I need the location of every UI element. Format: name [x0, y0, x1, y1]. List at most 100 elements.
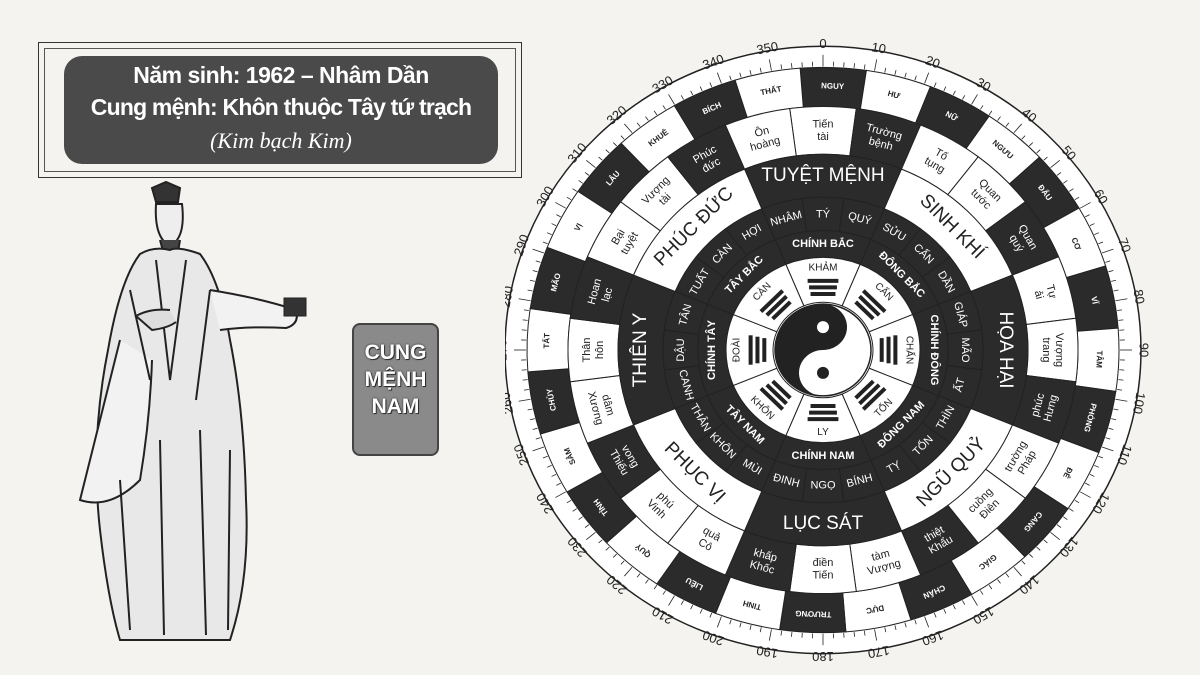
- yin-yang-dot: [817, 366, 829, 379]
- degree-tick: [1113, 289, 1119, 292]
- trigram-line: [771, 300, 792, 321]
- sub-label: tàm: [870, 547, 891, 563]
- degree-label: 350: [755, 39, 779, 58]
- sub-label: Tố: [932, 146, 949, 163]
- sub-label: trang: [1040, 337, 1052, 362]
- birth-year-title: Năm sinh: 1962 – Nhâm Dần: [133, 62, 429, 88]
- degree-tick: [1101, 446, 1114, 452]
- degree-tick: [1115, 398, 1128, 402]
- degree-tick: [532, 248, 545, 254]
- degree-tick: [1005, 122, 1010, 127]
- degree-tick: [924, 72, 930, 84]
- degree-label: 190: [755, 643, 779, 662]
- degree-tick: [853, 632, 855, 637]
- degree-tick: [578, 516, 583, 520]
- degree-tick: [1036, 546, 1041, 551]
- degree-tick: [980, 105, 984, 110]
- direction-label: CHÍNH ĐÔNG: [928, 315, 941, 386]
- degree-tick: [952, 90, 956, 96]
- trigram-line: [858, 294, 881, 317]
- scholar-illustration: [78, 180, 307, 641]
- degree-tick: [555, 491, 566, 498]
- title-box: Năm sinh: 1962 – Nhâm Dần Cung mệnh: Khô…: [64, 56, 498, 164]
- degree-tick: [699, 608, 703, 614]
- degree-tick: [598, 539, 603, 544]
- sub-label: khấp: [752, 547, 778, 565]
- degree-tick: [690, 604, 694, 610]
- degree-label: 270: [505, 339, 509, 361]
- degree-tick: [716, 616, 722, 628]
- sub-label: Tự: [1043, 283, 1058, 300]
- degree-tick: [523, 389, 529, 391]
- mansion-label: VỊ: [573, 222, 584, 233]
- degree-tick: [1029, 553, 1034, 558]
- degree-tick: [924, 616, 930, 628]
- degree-label: 10: [870, 39, 887, 56]
- trigram-label: ĐOÀI: [730, 338, 743, 362]
- sub-label: Thân: [581, 337, 593, 362]
- sub-label: ải: [1032, 289, 1046, 300]
- degree-tick: [894, 625, 897, 630]
- degree-tick: [535, 437, 541, 440]
- degree-tick: [739, 72, 742, 78]
- degree-label: 160: [920, 627, 946, 649]
- degree-tick: [1069, 508, 1074, 512]
- degree-tick: [759, 67, 762, 73]
- degree-tick: [1043, 156, 1048, 161]
- star-label: LỤC SÁT: [783, 513, 864, 534]
- degree-tick: [551, 223, 557, 227]
- degree-tick: [645, 116, 649, 121]
- degree-tick: [566, 499, 572, 504]
- degree-tick: [612, 142, 617, 147]
- mountain-label: DẬU: [674, 338, 687, 361]
- trigram-line: [765, 294, 788, 317]
- degree-tick: [556, 214, 561, 218]
- degree-tick: [1085, 214, 1090, 218]
- degree-tick: [532, 446, 545, 452]
- degree-tick: [556, 482, 561, 486]
- degree-label: 60: [1091, 187, 1111, 207]
- degree-tick: [1056, 172, 1062, 176]
- degree-tick: [874, 629, 878, 641]
- degree-tick: [662, 590, 666, 595]
- degree-tick: [791, 63, 793, 68]
- degree-tick: [1013, 123, 1022, 133]
- palace-badge: CUNG MỆNH NAM: [352, 323, 439, 456]
- degree-label: 280: [505, 285, 516, 309]
- degree-tick: [555, 202, 566, 209]
- mansion-label: HƯ: [887, 89, 902, 101]
- degree-tick: [791, 632, 793, 637]
- mountain-label: TÝ: [816, 207, 831, 220]
- trigram-line: [854, 300, 875, 321]
- degree-tick: [699, 86, 703, 92]
- degree-tick: [542, 455, 548, 459]
- degree-label: 260: [505, 391, 516, 415]
- degree-tick: [988, 110, 993, 116]
- degree-label: 200: [700, 627, 726, 649]
- degree-tick: [933, 612, 937, 618]
- mansion-label: TẤT: [541, 333, 552, 349]
- degree-tick: [759, 627, 762, 633]
- degree-tick: [1063, 180, 1068, 184]
- degree-tick: [527, 289, 533, 292]
- degree-tick: [863, 630, 866, 636]
- degree-tick: [518, 298, 531, 302]
- degree-tick: [1105, 260, 1111, 263]
- degree-tick: [636, 122, 641, 127]
- palace-badge-line-1: CUNG: [364, 341, 427, 364]
- degree-tick: [1069, 188, 1074, 192]
- degree-tick: [709, 82, 713, 88]
- degree-tick: [914, 75, 917, 81]
- degree-tick: [546, 232, 552, 236]
- degree-tick: [914, 619, 917, 625]
- trigram-label: KHẢM: [809, 261, 838, 274]
- sub-label: Tiến: [813, 569, 834, 581]
- degree-tick: [624, 567, 633, 577]
- degree-tick: [729, 75, 732, 81]
- degree-tick: [962, 95, 966, 100]
- degree-tick: [1113, 408, 1119, 411]
- degree-tick: [518, 398, 531, 402]
- degree-tick: [1111, 279, 1117, 282]
- mansion-label: DỰC: [865, 603, 885, 615]
